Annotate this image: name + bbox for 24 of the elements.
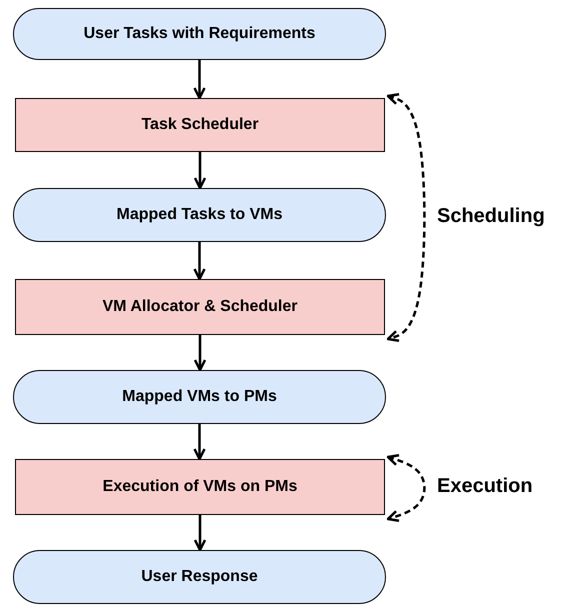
edge-label: Scheduling	[437, 204, 545, 228]
arrow	[193, 60, 206, 100]
process-box	[15, 279, 385, 335]
arrow	[194, 152, 206, 190]
node-label: Task Scheduler	[141, 116, 259, 134]
arrow	[386, 93, 426, 342]
node-label: Mapped Tasks to VMs	[116, 206, 282, 224]
node-label: Mapped VMs to PMs	[122, 388, 277, 406]
edge-label: Execution	[437, 475, 533, 498]
terminal-pill	[13, 370, 386, 424]
arrow	[386, 454, 426, 522]
process-box	[15, 98, 385, 152]
arrow	[193, 424, 206, 460]
node-label: User Response	[141, 568, 258, 586]
process-box	[15, 459, 385, 515]
terminal-pill	[13, 188, 386, 242]
node-label: VM Allocator & Scheduler	[102, 298, 298, 316]
node-label: User Tasks with Requirements	[84, 25, 316, 43]
terminal-pill	[13, 550, 386, 604]
arrow	[194, 515, 206, 552]
arrow	[194, 335, 206, 372]
terminal-pill	[13, 8, 386, 60]
arrow	[193, 242, 206, 280]
node-label: Execution of VMs on PMs	[102, 478, 298, 496]
